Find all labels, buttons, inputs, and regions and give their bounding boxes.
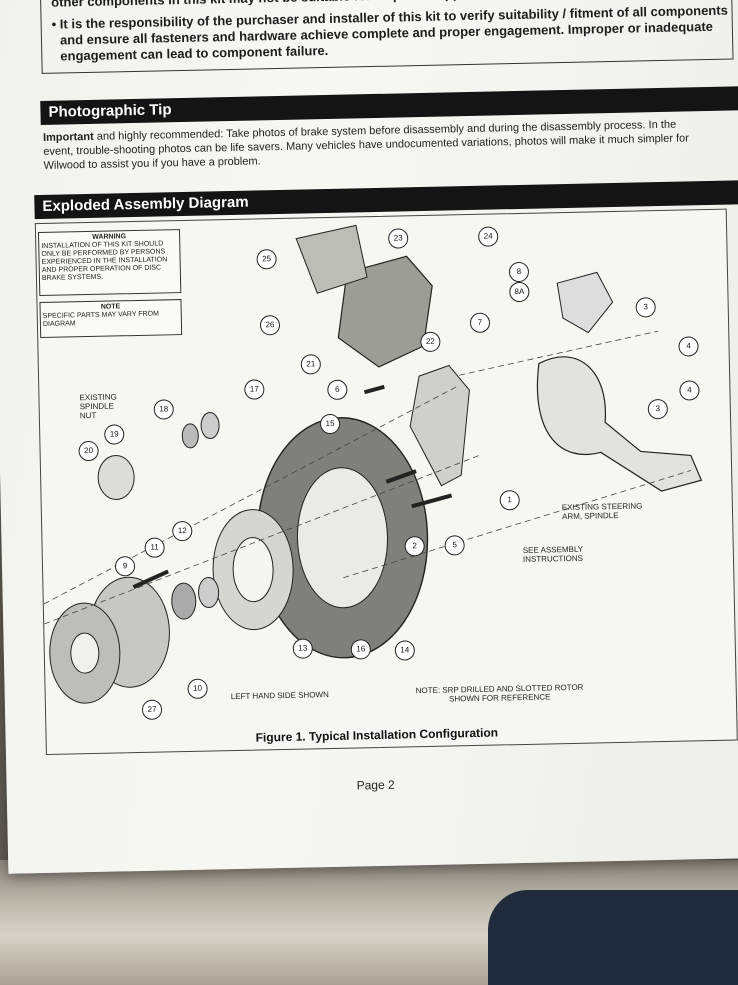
bolt-2 — [385, 469, 417, 484]
background-dark-object — [488, 890, 738, 985]
spindle-shape — [536, 356, 703, 492]
bolt-9 — [132, 569, 169, 589]
upper-spindle — [556, 271, 614, 334]
page-number: Page 2 — [356, 777, 395, 793]
label-nut-line-2: SPINDLE — [79, 401, 114, 412]
dust-cap — [97, 454, 135, 500]
bolt-5 — [411, 493, 453, 509]
label-nut-line-3: NUT — [79, 410, 97, 421]
bolt-6 — [363, 384, 385, 395]
bearing-4 — [181, 423, 199, 449]
label-srp-note: NOTE: SRP DRILLED AND SLOTTED ROTOR SHOW… — [416, 683, 584, 705]
photo-tip-lead: Important — [42, 130, 94, 144]
label-arm-line-2: ARM, SPINDLE — [561, 510, 619, 522]
bearing-2 — [198, 577, 220, 609]
document-page: other components in this kit may not be … — [0, 0, 738, 874]
warning-bullets-box: other components in this kit may not be … — [39, 0, 734, 74]
rotor-inner — [296, 467, 388, 609]
label-see-assembly: SEE ASSEMBLY INSTRUCTIONS — [523, 545, 584, 564]
bearing-3 — [200, 411, 220, 439]
photo-tip-text: Important and highly recommended: Take p… — [43, 116, 738, 173]
label-existing-nut: EXISTING SPINDLE NUT — [79, 392, 117, 420]
bearing-1 — [171, 582, 197, 620]
brake-pads-shape — [295, 224, 368, 294]
diagram-frame: WARNING INSTALLATION OF THIS KIT SHOULD … — [34, 208, 738, 755]
label-see-line-2: INSTRUCTIONS — [522, 553, 584, 564]
bracket-shape — [409, 364, 470, 487]
exploded-brake-diagram — [43, 224, 703, 704]
hub-center — [70, 632, 100, 674]
rotor-hat-center — [232, 537, 274, 603]
assembly-lines — [43, 330, 692, 625]
label-steering-arm: EXISTING STEERING ARM, SPINDLE — [562, 501, 643, 521]
